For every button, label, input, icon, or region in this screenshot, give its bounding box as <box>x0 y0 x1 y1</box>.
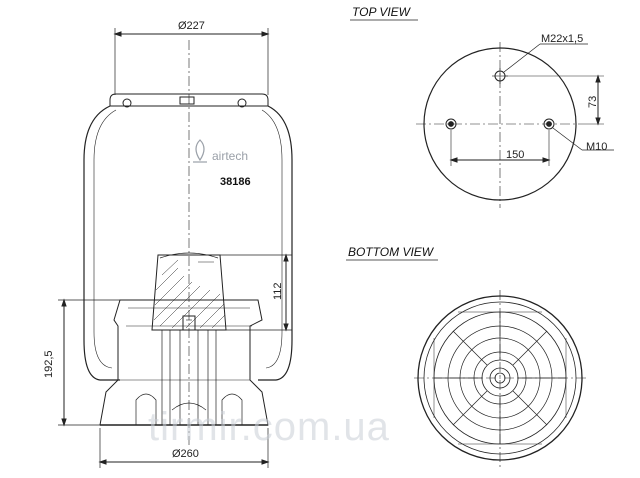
label-bottom-diameter: Ø260 <box>172 448 199 460</box>
bellows-left <box>83 105 120 381</box>
label-thread-main: M22x1,5 <box>541 33 583 45</box>
label-offset: 73 <box>587 96 599 108</box>
piston-ribs <box>135 330 243 425</box>
label-height-piston: 112 <box>272 282 284 300</box>
bottom-view <box>414 290 588 468</box>
label-thread-side: M10 <box>586 141 607 153</box>
base-outline <box>417 295 583 461</box>
label-top-diameter: Ø227 <box>178 20 205 32</box>
top-view <box>416 42 614 208</box>
part-number: 38186 <box>220 176 251 188</box>
air-inlet-stud <box>179 96 195 105</box>
center-bolt <box>182 315 196 331</box>
brand-name: airtech <box>212 149 248 163</box>
stud-m10-left-icon <box>445 118 457 130</box>
bellows-right <box>258 105 293 381</box>
brand-logo-icon <box>193 139 207 163</box>
top-plate <box>109 93 269 107</box>
bolt-left <box>122 98 132 108</box>
label-height-total: 192,5 <box>43 350 55 378</box>
watermark: tirmir.com.ua <box>148 405 390 449</box>
label-spacing: 150 <box>506 149 524 161</box>
bolt-right <box>237 98 247 108</box>
top-view-title: TOP VIEW <box>352 5 412 19</box>
piston-hatch <box>153 259 226 329</box>
bottom-view-title: BOTTOM VIEW <box>348 245 435 259</box>
stud-m10-right-icon <box>543 118 555 130</box>
base-spokes <box>433 311 567 445</box>
side-view <box>58 28 293 468</box>
center-hub-icon <box>489 367 511 389</box>
